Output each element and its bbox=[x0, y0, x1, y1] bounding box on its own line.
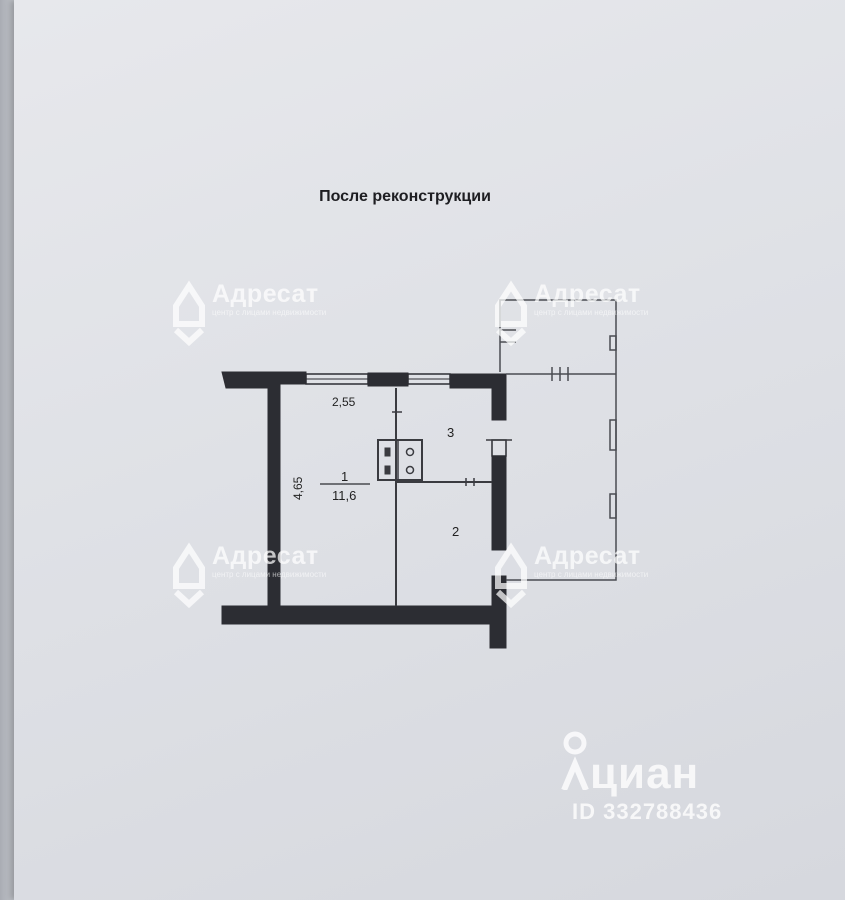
wall-right-mid bbox=[491, 455, 507, 551]
watermark-brand: Адресат bbox=[212, 280, 319, 308]
wall-bottom-right-leg bbox=[489, 605, 507, 649]
room-2-number: 2 bbox=[452, 524, 459, 539]
cian-brand: циан bbox=[590, 749, 700, 798]
watermark-adresat-2: Адресат центр с лицами недвижимости bbox=[494, 280, 648, 352]
wall-right-upper bbox=[491, 439, 507, 457]
wall-top-left bbox=[221, 371, 307, 389]
watermark-adresat-4: Адресат центр с лицами недвижимости bbox=[494, 542, 648, 614]
watermark-brand: Адресат bbox=[534, 542, 641, 570]
watermark-brand: Адресат bbox=[534, 280, 641, 308]
sink-fixture bbox=[405, 447, 415, 457]
watermark-adresat-1: Адресат центр с лицами недвижимости bbox=[172, 280, 326, 352]
watermark-tagline: центр с лицами недвижимости bbox=[212, 570, 327, 579]
room-1-area: 11,6 bbox=[332, 488, 356, 503]
watermark-tagline: центр с лицами недвижимости bbox=[534, 308, 649, 317]
adresat-logo-icon bbox=[495, 542, 527, 609]
room-3-number: 3 bbox=[447, 425, 454, 440]
room-1-number: 1 bbox=[341, 469, 348, 484]
watermark-tagline: центр с лицами недвижимости bbox=[534, 570, 649, 579]
dimension-length: 4,65 bbox=[291, 476, 305, 500]
bathroom-block bbox=[377, 439, 423, 481]
adresat-logo-icon bbox=[495, 280, 527, 347]
toilet-fixture bbox=[405, 465, 415, 475]
wall-top-right bbox=[449, 373, 507, 421]
watermark-tagline: центр с лицами недвижимости bbox=[212, 308, 327, 317]
paper-sheet bbox=[14, 0, 845, 900]
page-edge-shadow bbox=[0, 0, 14, 900]
cian-listing-id: ID 332788436 bbox=[572, 799, 723, 824]
dimension-width: 2,55 bbox=[332, 395, 356, 409]
wall-top-middle bbox=[367, 372, 409, 387]
page-title: После реконструкции bbox=[319, 188, 491, 205]
adresat-logo-icon bbox=[173, 542, 205, 609]
adresat-logo-icon bbox=[173, 280, 205, 347]
location-pin-icon bbox=[561, 731, 589, 790]
watermark-brand: Адресат bbox=[212, 542, 319, 570]
watermark-adresat-3: Адресат центр с лицами недвижимости bbox=[172, 542, 326, 614]
